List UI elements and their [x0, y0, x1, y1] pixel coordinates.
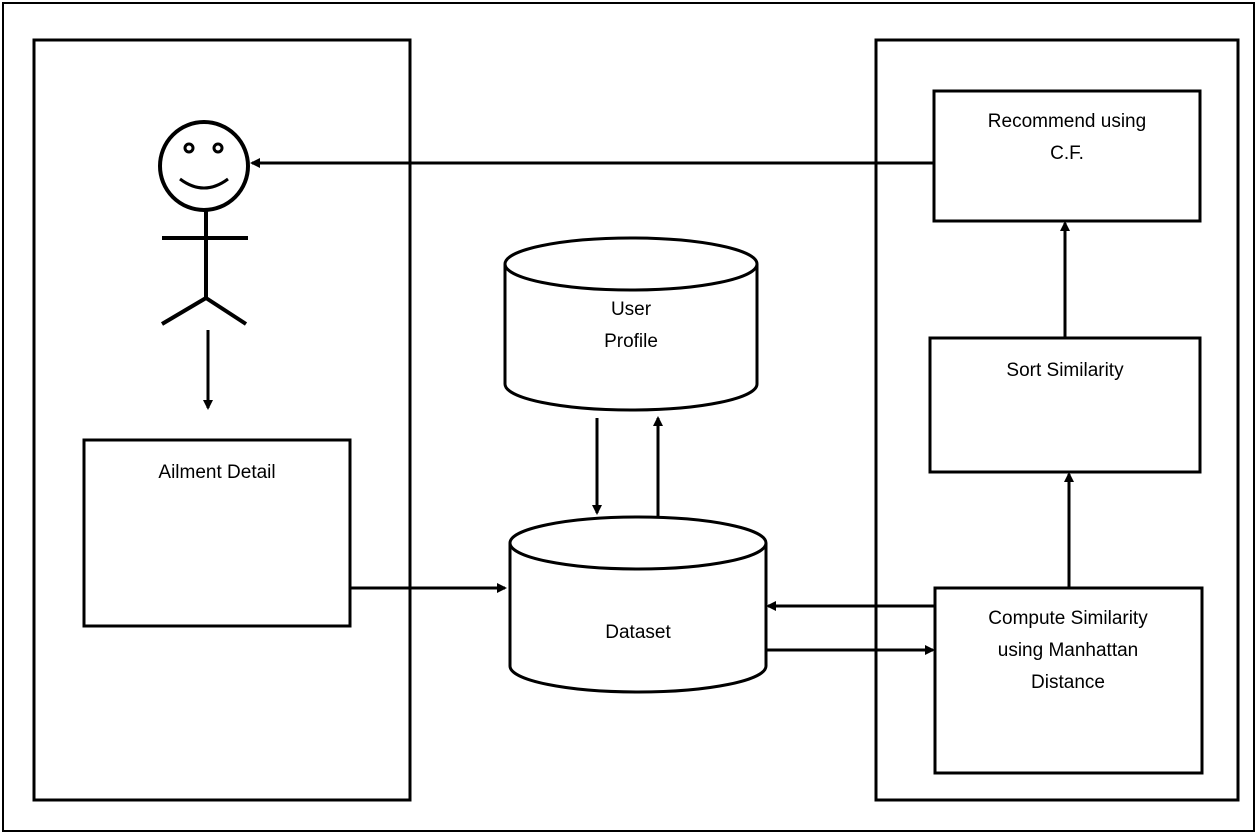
- user-actor-icon: [158, 120, 250, 326]
- compute-similarity-label-line3: Distance: [1031, 672, 1105, 693]
- recommend-label-line2: C.F.: [1050, 143, 1084, 164]
- recommend-label-line1: Recommend using: [988, 111, 1146, 132]
- compute-similarity-label-line1: Compute Similarity: [988, 608, 1148, 629]
- compute-similarity-label-line2: using Manhattan: [998, 640, 1139, 661]
- user-profile-label-line2: Profile: [604, 331, 658, 352]
- user-profile-label-line1: User: [611, 299, 652, 320]
- dataset-label: Dataset: [605, 622, 671, 643]
- recommend-box: [932, 89, 1202, 223]
- ailment-detail-box: [82, 438, 352, 628]
- dataset-database: Dataset: [508, 515, 768, 694]
- user-profile-database: User Profile: [503, 236, 759, 412]
- ailment-detail-label: Ailment Detail: [158, 462, 275, 483]
- sort-similarity-box: [928, 336, 1202, 474]
- left-panel: [32, 38, 412, 802]
- sort-similarity-label: Sort Similarity: [1006, 360, 1124, 381]
- compute-similarity-box: [933, 586, 1204, 775]
- right-panel: [874, 38, 1240, 802]
